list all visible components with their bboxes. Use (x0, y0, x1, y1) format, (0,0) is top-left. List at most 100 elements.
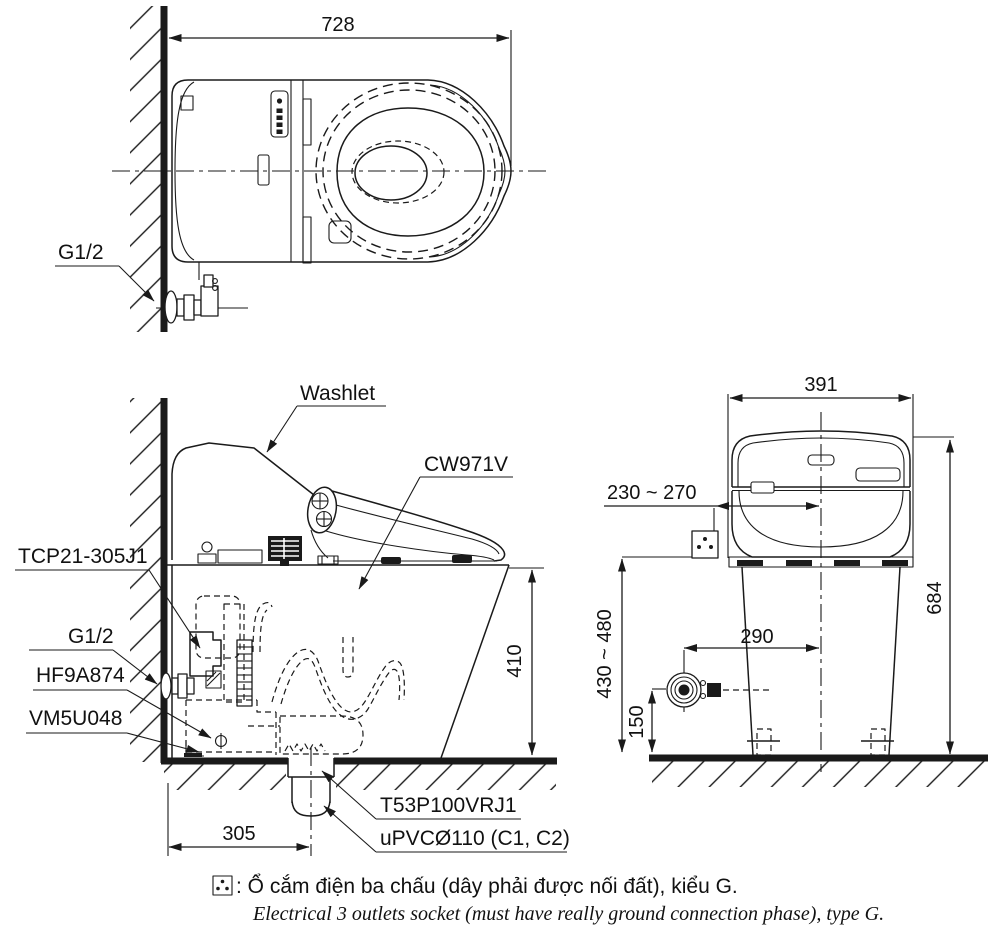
vent-grille-icon (268, 536, 302, 561)
outlet-pin (697, 545, 701, 549)
outlet-pin (709, 545, 713, 549)
supply-nut (186, 677, 195, 695)
outlet-pin (703, 537, 707, 541)
label-supply-plan: G1/2 (58, 241, 104, 264)
caption-english: Electrical 3 outlets socket (must have r… (252, 903, 884, 925)
pedestal-left-edge (741, 566, 754, 756)
outlet-pin (220, 879, 225, 884)
sensor-window (750, 481, 775, 494)
seat-lid-top (331, 490, 506, 562)
base-pad (786, 560, 812, 566)
seat-opening (336, 107, 485, 237)
seat-bumper (381, 557, 401, 564)
supply-nut (171, 677, 179, 695)
plan-view: 728 G1/2 (55, 6, 548, 332)
panel-button-icon (276, 122, 283, 127)
valve-block-hatch (206, 671, 221, 687)
caption-vietnamese: : Ổ cắm điện ba chấu (dây phải được nối … (236, 874, 738, 898)
dim-684: 684 (924, 581, 946, 614)
valve-nut (176, 298, 185, 317)
seat-layer-line (335, 504, 500, 555)
stop-valve-body (189, 631, 222, 677)
bolt-hidden (870, 728, 886, 756)
dim-290: 290 (740, 626, 773, 648)
body-front-edge (440, 564, 510, 759)
leader-line (358, 476, 421, 590)
washlet-cover (171, 442, 315, 560)
deck-knob (201, 541, 213, 553)
outlet-pin (225, 886, 229, 891)
valve-block (205, 670, 222, 689)
seat-layer-line (325, 530, 495, 561)
bolt-hidden (756, 728, 772, 756)
label-flange: T53P100VRJ1 (380, 794, 517, 817)
supply-valve-front (674, 680, 694, 700)
control-panel (270, 90, 289, 138)
base-pad (737, 560, 763, 566)
bowl-water-line (354, 145, 428, 201)
supply-valve-front (670, 676, 698, 704)
base-pad (834, 560, 860, 566)
arrow-icon (806, 502, 819, 510)
arrow-icon (806, 644, 819, 652)
hinge-tab-top (302, 98, 312, 146)
panel-button-icon (276, 115, 283, 120)
hinge-screw-icon (311, 492, 333, 528)
leader-line (148, 569, 201, 649)
seat-inner-dashed (322, 89, 496, 253)
front-view: 391 684 230 ~ 270 (594, 374, 988, 787)
label-stop-valve: VM5U048 (29, 707, 122, 730)
hinge-boss (306, 486, 338, 534)
dim-150: 150 (626, 705, 648, 738)
dim-728: 728 (321, 14, 354, 36)
leader-line (112, 649, 158, 685)
wall-supply-flange (160, 672, 172, 700)
hinge-base (310, 529, 329, 559)
label-hose: HF9A874 (36, 664, 125, 687)
leader-line (118, 265, 155, 302)
leader-line (126, 732, 200, 753)
floor-hatch (652, 761, 986, 787)
outlet-symbol-icon (691, 530, 719, 559)
inlet-flange-column (236, 639, 253, 707)
outlet-legend-icon (212, 875, 233, 896)
deck-knob-base (197, 553, 217, 564)
side-slot (855, 467, 901, 482)
arrow-icon (716, 502, 729, 510)
bowl-water-dashed (351, 140, 445, 204)
side-view: 410 305 Washlet CW971V TCP21-305J1 G1/2 … (15, 382, 570, 856)
panel-button-icon (276, 98, 283, 104)
dim-305: 305 (222, 823, 255, 845)
deck-box (217, 549, 263, 564)
bowl-jet (328, 220, 352, 244)
wall-flange (164, 290, 178, 324)
tank-notch (180, 95, 194, 111)
seat-bumper (452, 555, 472, 563)
hinge-tab-bottom (302, 216, 312, 264)
leader-line (321, 770, 377, 820)
valve-detail (212, 285, 218, 291)
label-tank-unit: TCP21-305J1 (18, 545, 148, 568)
valve-stem (203, 274, 214, 288)
base-pad (184, 753, 202, 757)
valve-detail (699, 679, 707, 687)
toilet-outline-plan (171, 79, 512, 263)
grille-stem (280, 561, 289, 566)
panel-button-icon (276, 108, 283, 113)
leader-line (126, 689, 212, 739)
dim-410: 410 (504, 644, 526, 677)
flush-slot (257, 154, 270, 186)
wall-hatch-plan (130, 6, 163, 332)
pedestal-right-edge (888, 566, 901, 756)
panel-button-icon (276, 129, 283, 134)
leader-line (323, 805, 377, 853)
valve-connector (707, 683, 721, 697)
dim-230-270: 230 ~ 270 (607, 482, 697, 504)
deck-fitting (317, 555, 339, 565)
vent-grille-slats (271, 538, 299, 559)
valve-detail (699, 692, 707, 700)
supply-valve-front (678, 684, 690, 696)
floor-hatch (336, 764, 556, 790)
